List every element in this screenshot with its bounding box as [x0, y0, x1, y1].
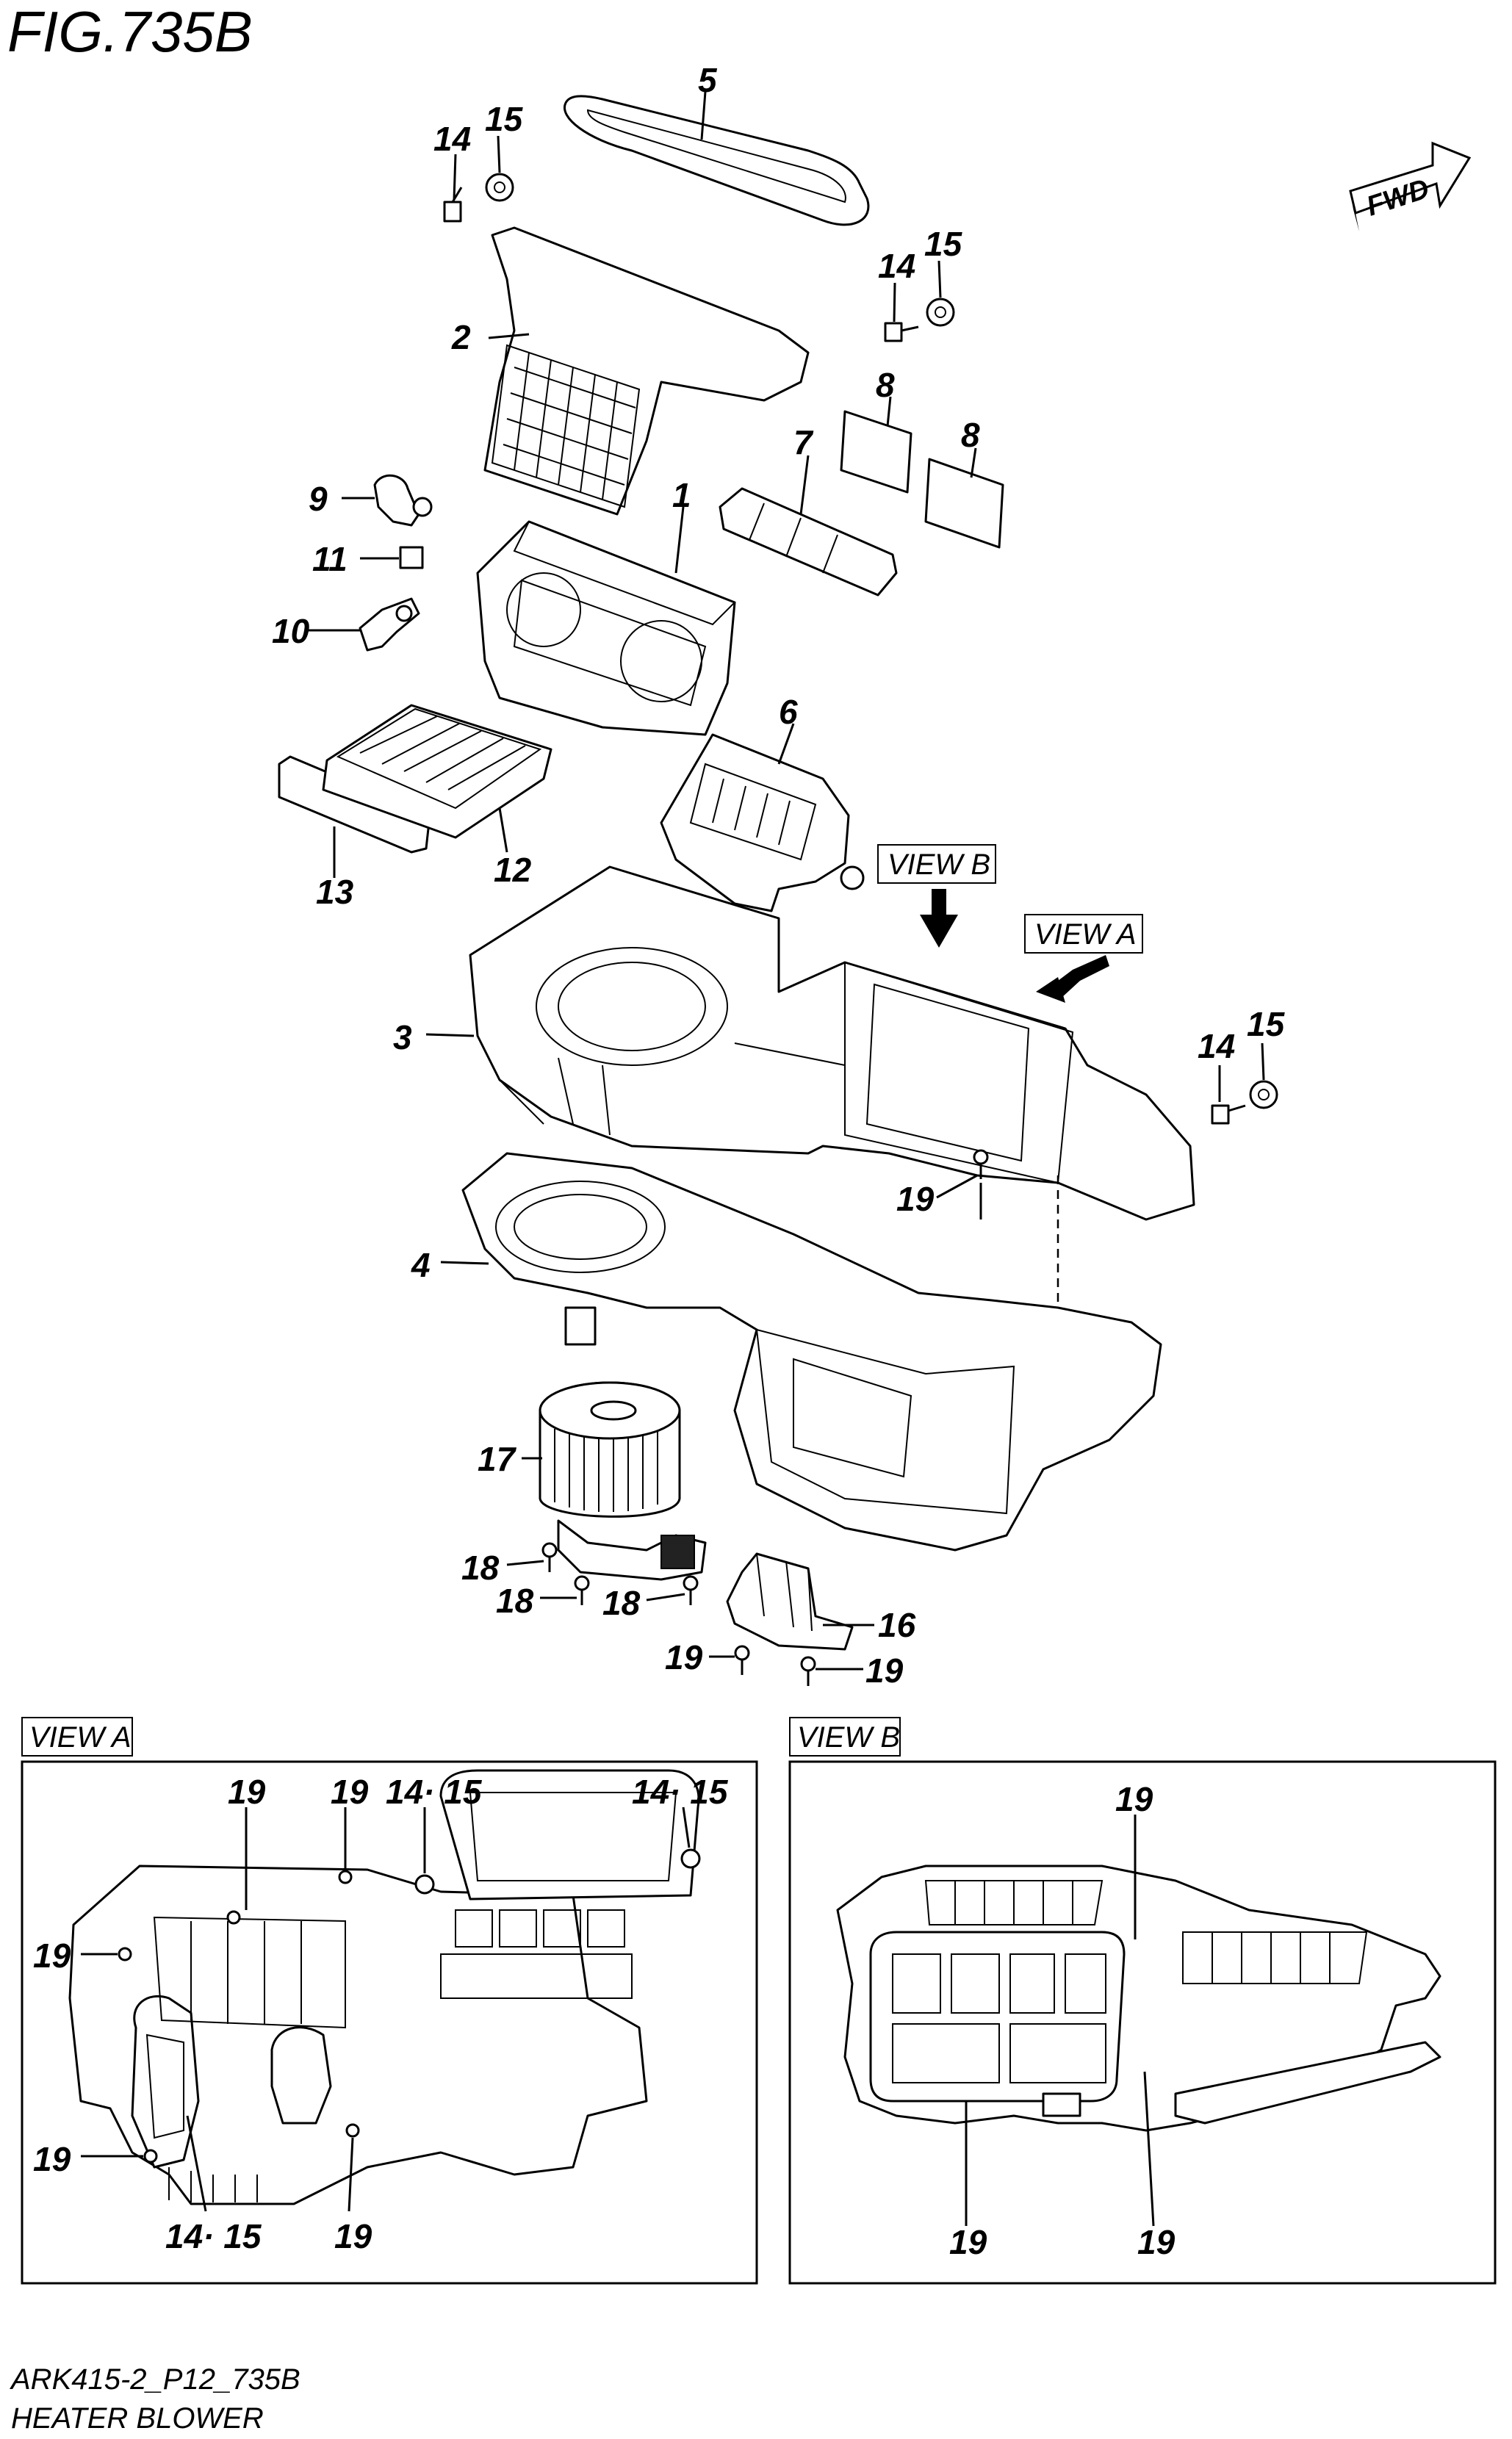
callout-14-top: 14 — [433, 120, 471, 158]
callout-6: 6 — [779, 693, 798, 731]
callout-14-lower: 14 — [1198, 1027, 1235, 1065]
bolt-14-right-icon — [884, 322, 919, 342]
part-16-resistor — [726, 1552, 854, 1651]
callout-15-right: 15 — [924, 225, 963, 263]
view-a-label-14-15-c: 14· 15 — [165, 2217, 262, 2255]
nut-15-icon — [485, 173, 514, 202]
callout-16: 16 — [878, 1606, 916, 1644]
screw-19-left-icon — [734, 1645, 750, 1675]
view-a-callout: VIEW A — [1034, 918, 1137, 951]
part-17-blower-motor — [539, 1381, 707, 1581]
view-b-label-19-top: 19 — [1115, 1780, 1153, 1818]
callout-8b: 8 — [961, 416, 980, 454]
view-a-label-19-c: 19 — [33, 1937, 71, 1975]
part-11-clip — [399, 546, 424, 569]
callout-8a: 8 — [876, 366, 895, 404]
part-13-filter-frame — [278, 755, 431, 854]
callout-3: 3 — [393, 1018, 412, 1056]
screw-19-icon — [973, 1149, 989, 1179]
footer-code: ARK415-2_P12_735B — [10, 2363, 300, 2396]
callout-17: 17 — [478, 1440, 517, 1478]
part-8-pad-b — [924, 458, 1004, 549]
view-a-drawing — [68, 1769, 701, 2205]
part-1-intake-housing — [476, 520, 736, 736]
part-3-upper-housing — [469, 865, 1195, 1221]
callout-12: 12 — [494, 851, 532, 889]
view-b-callout: VIEW B — [888, 849, 990, 881]
callout-4: 4 — [411, 1246, 431, 1284]
part-6-duct — [660, 733, 865, 912]
figure-title: FIG.735B — [7, 0, 253, 64]
view-a-title: VIEW A — [29, 1721, 132, 1754]
view-a-label-14-15-b: 14· 15 — [632, 1773, 729, 1811]
callout-19-mid: 19 — [896, 1180, 935, 1218]
view-a-label-14-15-a: 14· 15 — [386, 1773, 483, 1811]
view-a-label-19-a: 19 — [228, 1773, 266, 1811]
bolt-14-lower-icon — [1211, 1104, 1246, 1125]
part-9-actuator — [373, 474, 433, 527]
callout-9: 9 — [309, 480, 328, 518]
screw-18-c-icon — [683, 1575, 699, 1605]
callout-14-right: 14 — [878, 247, 915, 285]
fwd-arrow-icon: FWD — [1349, 141, 1472, 231]
arrow-left-icon — [1036, 955, 1109, 1003]
part-12-cabin-filter — [322, 704, 552, 839]
callout-18a: 18 — [461, 1549, 500, 1587]
view-b-label-19-bottom-a: 19 — [949, 2223, 987, 2261]
part-5-duct-seal — [564, 95, 870, 226]
footer-name: HEATER BLOWER — [11, 2402, 264, 2435]
screw-18-a-icon — [541, 1542, 558, 1572]
callout-11: 11 — [312, 540, 348, 578]
callout-2: 2 — [451, 318, 471, 356]
callout-5: 5 — [698, 61, 718, 99]
part-2-upper-case — [483, 226, 810, 516]
part-10-lever — [359, 597, 420, 652]
callout-10: 10 — [272, 612, 310, 650]
screw-18-b-icon — [574, 1575, 590, 1605]
callout-15-top: 15 — [485, 100, 524, 138]
part-7-filter-cover — [719, 487, 898, 597]
arrow-down-icon — [920, 889, 958, 948]
bolt-14-icon — [443, 187, 463, 223]
part-8-pad-a — [840, 410, 912, 494]
nut-15-right-icon — [926, 298, 955, 327]
callout-1: 1 — [672, 476, 691, 514]
view-a-label-19-b: 19 — [331, 1773, 369, 1811]
callout-7: 7 — [793, 423, 814, 461]
view-b-label-19-bottom-b: 19 — [1137, 2223, 1176, 2261]
part-4-lower-housing — [461, 1152, 1162, 1552]
callout-18b: 18 — [496, 1582, 534, 1620]
view-a-label-19-d: 19 — [33, 2140, 71, 2178]
callout-18c: 18 — [602, 1584, 641, 1622]
view-a-label-19-e: 19 — [334, 2217, 372, 2255]
view-b-drawing — [836, 1865, 1441, 2132]
nut-15-lower-icon — [1249, 1080, 1278, 1109]
view-b-title: VIEW B — [797, 1721, 900, 1754]
screw-19-right-icon — [800, 1656, 816, 1686]
callout-19-left: 19 — [665, 1638, 703, 1676]
callout-15-lower: 15 — [1247, 1005, 1286, 1043]
callout-19-right: 19 — [865, 1651, 904, 1690]
callout-13: 13 — [316, 873, 354, 911]
